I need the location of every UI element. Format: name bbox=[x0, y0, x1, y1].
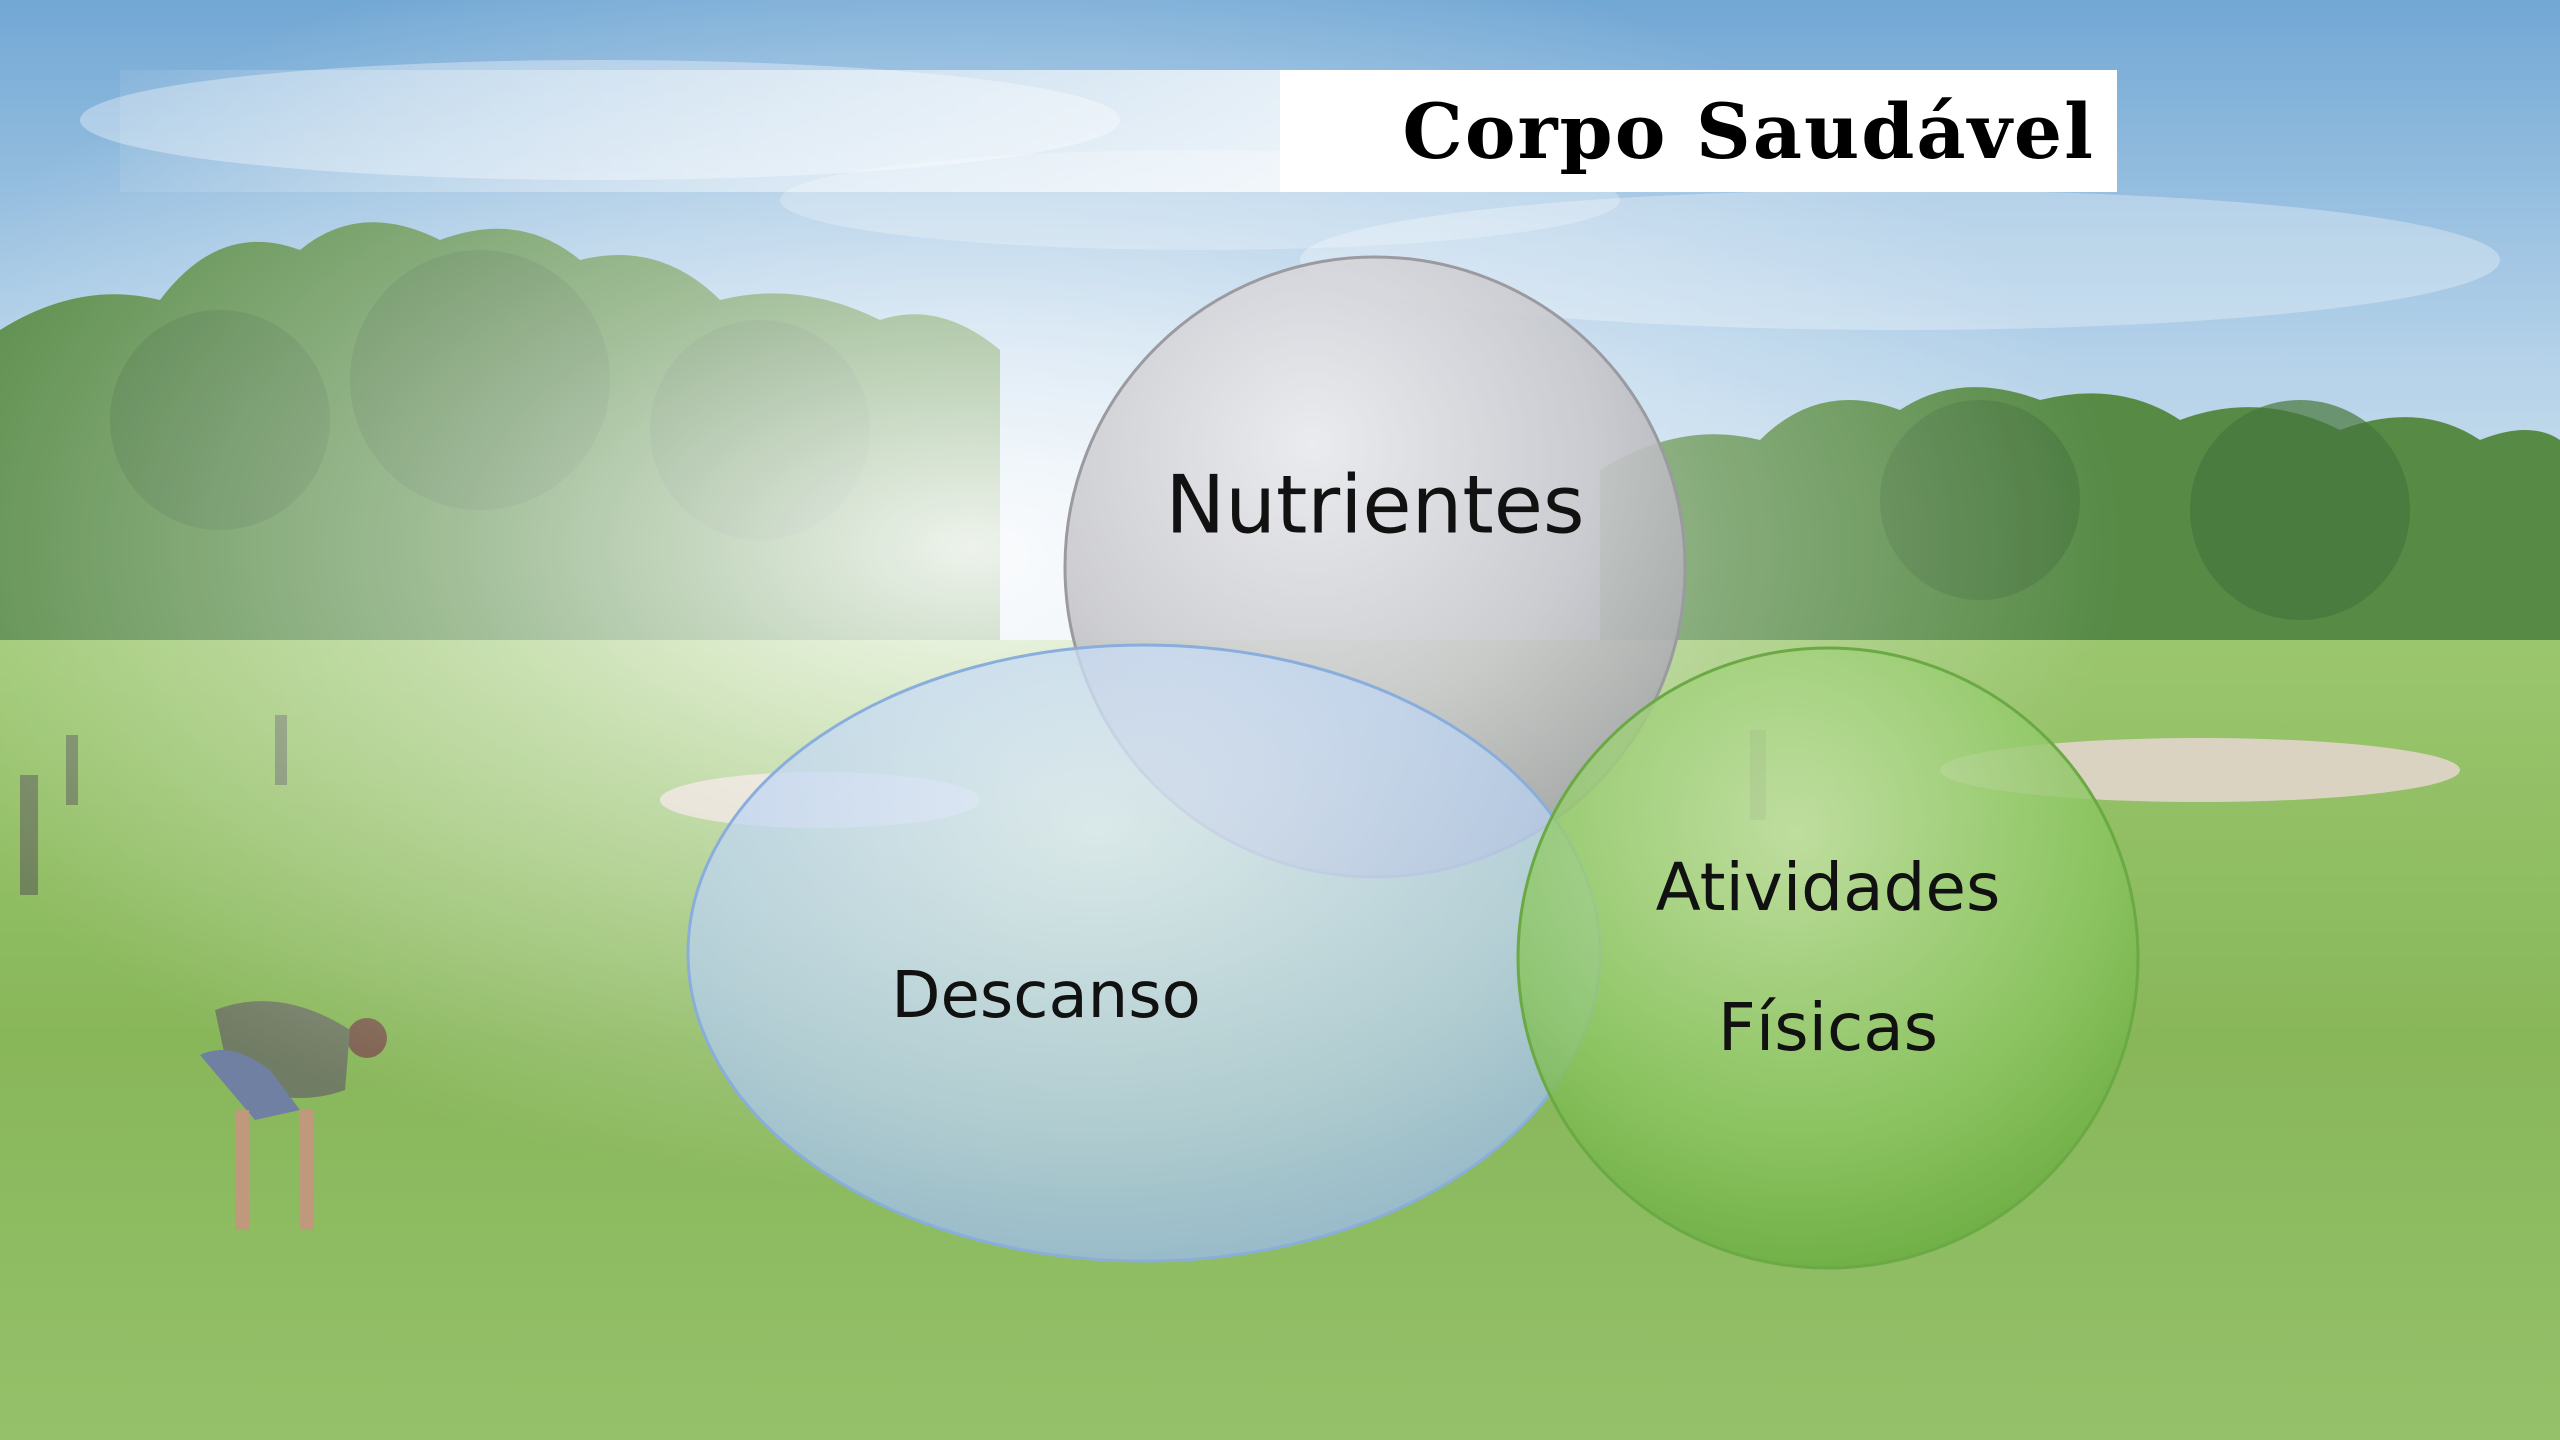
title-box: Corpo Saudável bbox=[1280, 70, 2117, 192]
venn-circle-atividades bbox=[1516, 646, 2140, 1270]
venn-label-nutrientes: Nutrientes bbox=[1165, 458, 1585, 552]
venn-label-descanso: Descanso bbox=[891, 959, 1201, 1033]
slide-title: Corpo Saudável bbox=[1402, 86, 2095, 176]
venn-circle-descanso bbox=[686, 643, 1602, 1263]
venn-label-atividades: Atividades Físicas bbox=[1656, 818, 2001, 1098]
venn-label-atividades-line2: Físicas bbox=[1717, 989, 1939, 1066]
venn-label-atividades-line1: Atividades bbox=[1655, 849, 2001, 926]
